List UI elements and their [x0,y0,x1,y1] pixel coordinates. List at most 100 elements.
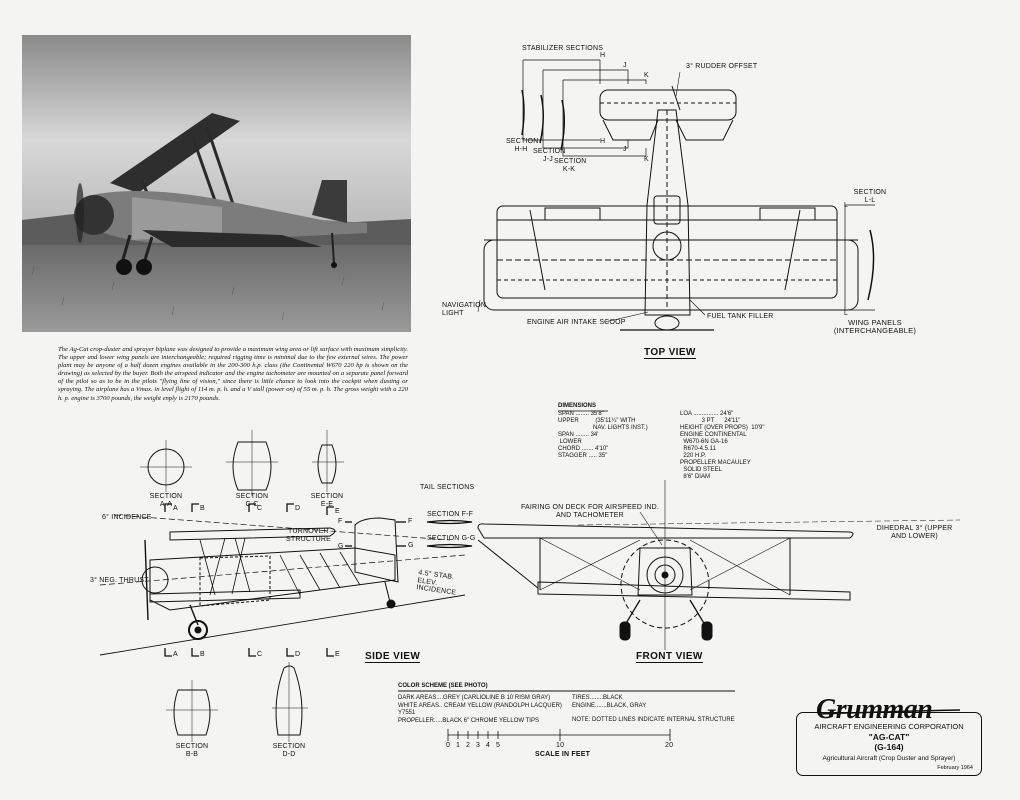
dimensions-right-col: LOA ............... 24'6" 3 PT 24'11" HE… [680,411,765,481]
dihedral-label: DIHEDRAL 3° (UPPER AND LOWER) [876,525,953,540]
model-name: "AG-CAT" [868,732,910,742]
color-row: ENGINE.......BLACK, GRAY [572,702,647,709]
dim-row: CHORD ....... 4'10" [558,446,609,452]
dim-row: LOWER [558,439,582,445]
dim-row: 220 H.P. [680,453,706,459]
letter-a-top: A [173,505,178,512]
company-name: AIRCRAFT ENGINEERING CORPORATION [814,722,964,731]
letter-j-top: J [623,62,627,69]
model-designation: (G-164) [874,742,904,752]
dimensions-block: DIMENSIONS SPAN ........ 35'8" UPPER (35… [558,403,798,480]
section-hh-label: SECTION H-H [506,138,539,153]
color-left-col: DARK AREAS....GREY (CARLIOLINE B 10 RISM… [398,695,566,725]
dim-row: 8'6" DIAM [680,474,710,480]
tail-sections-label: TAIL SECTIONS [420,484,475,491]
section-jj-label: SECTION J-J [533,148,566,163]
letter-f-left: F [338,518,343,525]
color-scheme-title: COLOR SCHEME (SEE PHOTO) [398,683,488,689]
scale-tick: 0 [446,742,451,749]
description-text: The Ag-Cat crop-duster and sprayer bipla… [58,346,408,402]
photo-illustration [22,35,411,332]
letter-c-bottom: C [257,651,263,658]
color-row: DARK AREAS....GREY (CARLIOLINE B 10 RISM… [398,695,551,701]
section-aa-label: SECTION A-A [149,493,183,508]
color-row: WHITE AREAS.. CREAM YELLOW (RANDOLPH LAC… [398,702,562,717]
front-view-drawing [477,480,961,650]
letter-a-bottom: A [173,651,178,658]
dim-row: UPPER (35'11¼" WITH [558,418,636,424]
aircraft-photo [22,35,411,332]
dim-row: W670-6N GA-16 [680,439,728,445]
side-view-drawing [99,503,473,657]
scale-tick: 10 [556,742,565,749]
letter-k-top: K [644,72,649,79]
navigation-light-label: NAVIGATION LIGHT [442,302,487,317]
dim-row: NAV. LIGHTS INST.) [558,425,648,431]
title-block: AIRCRAFT ENGINEERING CORPORATION "AG-CAT… [796,712,982,776]
top-view-drawing [477,59,875,331]
dimensions-title: DIMENSIONS [558,403,597,409]
color-row: PROPELLER.....BLACK 6" CHROME YELLOW TIP… [398,717,539,724]
dim-row: SOLID STEEL [680,467,723,473]
front-view-title: FRONT VIEW [636,651,703,663]
dim-row: PROPELLER MACAULEY [680,460,751,466]
section-ff-label: SECTION F-F [427,511,474,518]
incidence-label: 6° INCIDENCE [102,514,152,521]
section-ll-label: SECTION L-L [853,189,887,204]
scale-tick: 2 [466,742,471,749]
letter-b-bottom: B [200,651,205,658]
letter-d-bottom: D [295,651,301,658]
fairing-label: FAIRING ON DECK FOR AIRSPEED IND. AND TA… [520,504,660,519]
letter-d-top: D [295,505,301,512]
note-row: NOTE: DOTTED LINES INDICATE INTERNAL STR… [572,717,735,723]
dim-row: STAGGER ..... 35" [558,453,608,459]
dim-row: HEIGHT (OVER PROPS) 10'9" [680,425,765,431]
letter-l-top: L [844,202,849,209]
section-cc-label: SECTION C-C [235,493,269,508]
grumman-logo: Grumman [816,694,933,725]
side-view-title: SIDE VIEW [365,651,421,663]
dim-row: R670-4.5.11 [680,446,716,452]
scale-label: SCALE IN FEET [535,751,591,758]
letter-j-bottom: J [623,146,627,153]
color-scheme-block: COLOR SCHEME (SEE PHOTO) DARK AREAS....G… [398,683,788,724]
letter-f-right: F [408,518,413,525]
dim-row: LOA ............... 24'6" [680,411,734,417]
rudder-offset-label: 3° RUDDER OFFSET [686,63,758,70]
scale-tick: 20 [665,742,674,749]
section-kk-label: SECTION K-K [554,158,587,173]
letter-g-left: G [338,543,344,550]
letter-e-top: E [335,508,340,515]
dim-row: SPAN ........ 35'8" [558,411,604,417]
dim-row: ENGINE CONTINENTAL [680,432,747,438]
color-right-col: TIRES........BLACK ENGINE.......BLACK, G… [572,695,735,725]
scale-tick: 5 [496,742,501,749]
cross-sections [140,430,344,742]
top-view-title: TOP VIEW [644,347,696,359]
dim-row: SPAN ........ 34' [558,432,599,438]
stabilizer-sections-label: STABILIZER SECTIONS [522,45,604,52]
fuel-tank-filler-label: FUEL TANK FILLER [707,313,774,320]
scale-tick: 4 [486,742,491,749]
letter-g-right: G [408,542,414,549]
letter-l-bottom: L [844,310,849,317]
engine-air-intake-label: ENGINE AIR INTAKE SCOOP [527,319,626,326]
aircraft-type: Agricultural Aircraft (Crop Duster and S… [822,755,956,762]
neg-thrust-label: 3° NEG. THRUST [90,577,149,584]
letter-b-top: B [200,505,205,512]
letter-e-bottom: E [335,651,340,658]
section-bb-label: SECTION B-B [175,743,209,758]
section-gg-label: SECTION G-G [427,535,476,542]
letter-k-bottom: K [644,156,649,163]
dimensions-left-col: SPAN ........ 35'8" UPPER (35'11¼" WITH … [558,411,648,460]
color-row: TIRES........BLACK [572,695,623,701]
letter-c-top: C [257,505,263,512]
section-ee-label: SECTION E-E [310,493,344,508]
drawing-date: February 1964 [937,765,973,771]
wing-panels-label: WING PANELS (INTERCHANGEABLE) [833,318,917,336]
scale-bar [447,729,671,741]
turnover-structure-label: TURNOVER STRUCTURE [286,528,331,543]
dim-row: 3 PT 24'11" [680,418,741,424]
